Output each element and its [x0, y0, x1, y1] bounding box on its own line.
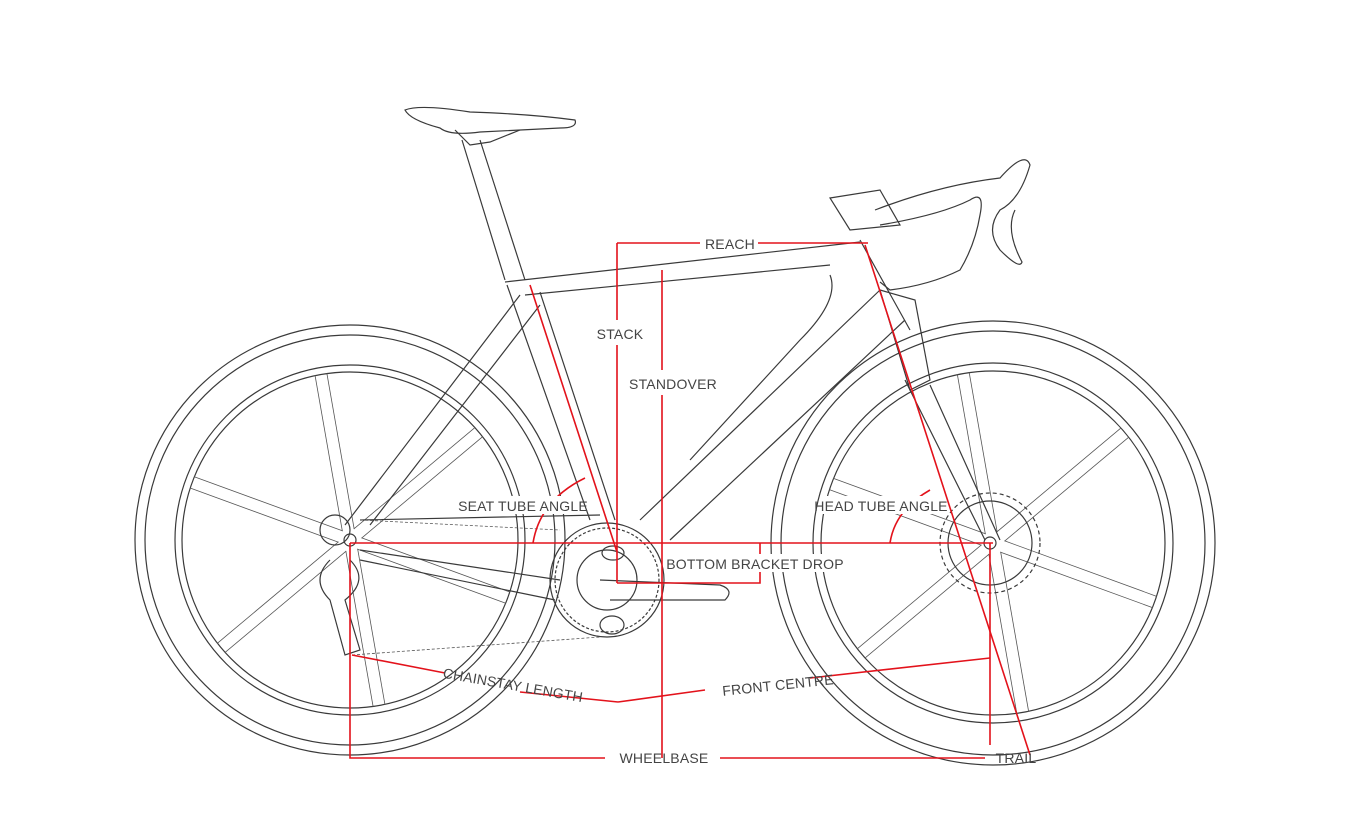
- spoke: [326, 373, 355, 530]
- labels: REACH STACK STANDOVER SEAT TUBE ANGLE HE…: [442, 236, 1036, 766]
- spoke: [357, 548, 506, 604]
- label-bottom-bracket-drop: BOTTOM BRACKET DROP: [666, 556, 844, 572]
- spoke: [864, 553, 990, 659]
- spoke: [1004, 540, 1157, 597]
- spoke: [224, 550, 347, 653]
- spoke: [996, 427, 1122, 533]
- spoke: [1000, 551, 1030, 712]
- label-wheelbase: WHEELBASE: [620, 750, 709, 766]
- label-seat-tube-angle: SEAT TUBE ANGLE: [458, 498, 588, 514]
- spoke: [194, 476, 343, 532]
- wheelbase-line: [349, 543, 985, 759]
- spoke: [988, 553, 1018, 714]
- label-reach: REACH: [705, 236, 755, 252]
- measurement-lines: [349, 242, 1031, 759]
- spoke: [968, 372, 998, 533]
- label-chainstay-length: CHAINSTAY LENGTH: [442, 665, 584, 705]
- spoke: [857, 544, 982, 650]
- head-tube-angle-line: [864, 244, 1031, 756]
- chainstay-line: [351, 654, 619, 703]
- spoke: [1000, 551, 1153, 608]
- label-stack: STACK: [597, 326, 644, 342]
- label-front-centre: FRONT CENTRE: [722, 671, 835, 699]
- front-centre-line: [617, 657, 991, 703]
- label-standover: STANDOVER: [629, 376, 717, 392]
- spoke: [314, 375, 343, 532]
- spoke: [357, 548, 386, 705]
- label-head-tube-angle: HEAD TUBE ANGLE: [814, 498, 947, 514]
- spoke: [361, 537, 511, 593]
- label-trail: TRAIL: [996, 750, 1037, 766]
- spoke: [353, 427, 476, 530]
- seat-tube-angle-line: [529, 284, 618, 553]
- spoke: [189, 487, 339, 543]
- spoke: [956, 374, 986, 535]
- spoke: [1004, 436, 1129, 542]
- spoke: [217, 541, 339, 644]
- bike-frame: [319, 106, 1031, 656]
